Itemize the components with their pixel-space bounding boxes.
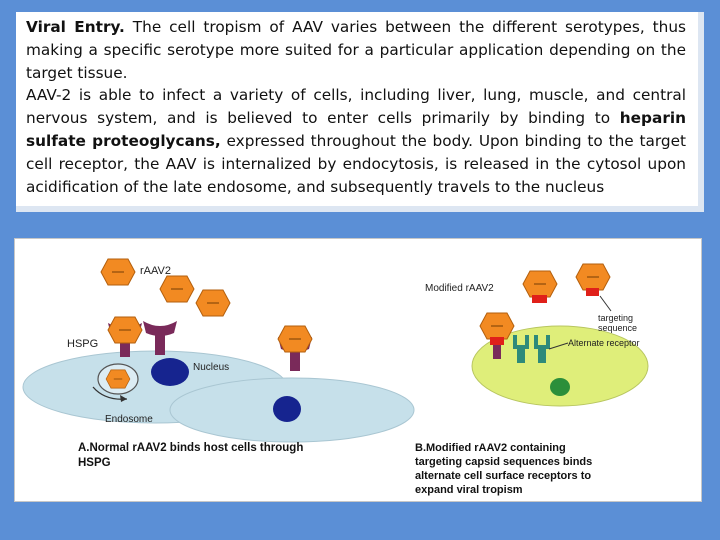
receptor-pointer: [548, 342, 569, 350]
alternate-receptor-1: [513, 335, 529, 363]
paragraph-1-text: The cell tropism of AAV varies between t…: [26, 18, 686, 82]
raav2-virus-5: [277, 325, 313, 353]
modified-virus-1: [522, 270, 558, 303]
caption-b-line-3: alternate cell surface receptors to: [415, 470, 591, 482]
modified-virus-bound: [479, 312, 515, 359]
paragraph-2-bold: heparin sulfate proteoglycans,: [26, 109, 686, 150]
paragraph-2: AAV-2 is able to infect a variety of cel…: [26, 84, 686, 198]
nucleus-1: [151, 358, 189, 386]
alternate-receptor-2: [534, 335, 550, 363]
raav2-virus-3: [195, 289, 231, 317]
caption-a-line-2: HSPG: [78, 457, 111, 469]
target-nucleus: [550, 378, 570, 396]
raav2-virus-2: [159, 275, 195, 303]
hspg-label: HSPG: [67, 338, 98, 350]
raav2-virus-4: [107, 316, 143, 344]
endosome-label: Endosome: [105, 414, 153, 425]
aav-entry-figure: rAAV2 HSPG Nucleus Endosome A.Normal rAA…: [14, 238, 702, 502]
paragraph-1: Viral Entry. The cell tropism of AAV var…: [26, 16, 686, 84]
slide-heading: Viral Entry.: [26, 18, 125, 36]
paragraph-2-end: expressed throughout the body. Upon bind…: [26, 131, 686, 196]
slide-text-box: Viral Entry. The cell tropism of AAV var…: [16, 12, 704, 212]
modified-virus-2: [575, 263, 611, 296]
targeting-label-1: targeting: [598, 313, 633, 323]
paragraph-2-start: AAV-2 is able to infect a variety of cel…: [26, 86, 686, 128]
endosome: [92, 363, 139, 402]
raav2-virus-1: [100, 258, 136, 286]
caption-b-line-1: B.Modified rAAV2 containing: [415, 442, 566, 454]
targeting-pointer: [599, 295, 612, 312]
nucleus-2: [273, 396, 301, 422]
aav-diagram: rAAV2 HSPG Nucleus Endosome A.Normal rAA…: [22, 258, 649, 496]
raav2-label: rAAV2: [140, 265, 171, 277]
caption-b-line-4: expand viral tropism: [415, 484, 523, 496]
caption-a-line-1: A.Normal rAAV2 binds host cells through: [78, 442, 303, 454]
targeting-label-2: sequence: [598, 323, 637, 333]
alternate-receptor-label: Alternate receptor: [568, 338, 640, 348]
hspg-receptor-2: [143, 321, 177, 355]
nucleus-label: Nucleus: [193, 362, 229, 373]
caption-b-line-2: targeting capsid sequences binds: [415, 456, 592, 468]
modified-raav2-label: Modified rAAV2: [425, 283, 494, 294]
